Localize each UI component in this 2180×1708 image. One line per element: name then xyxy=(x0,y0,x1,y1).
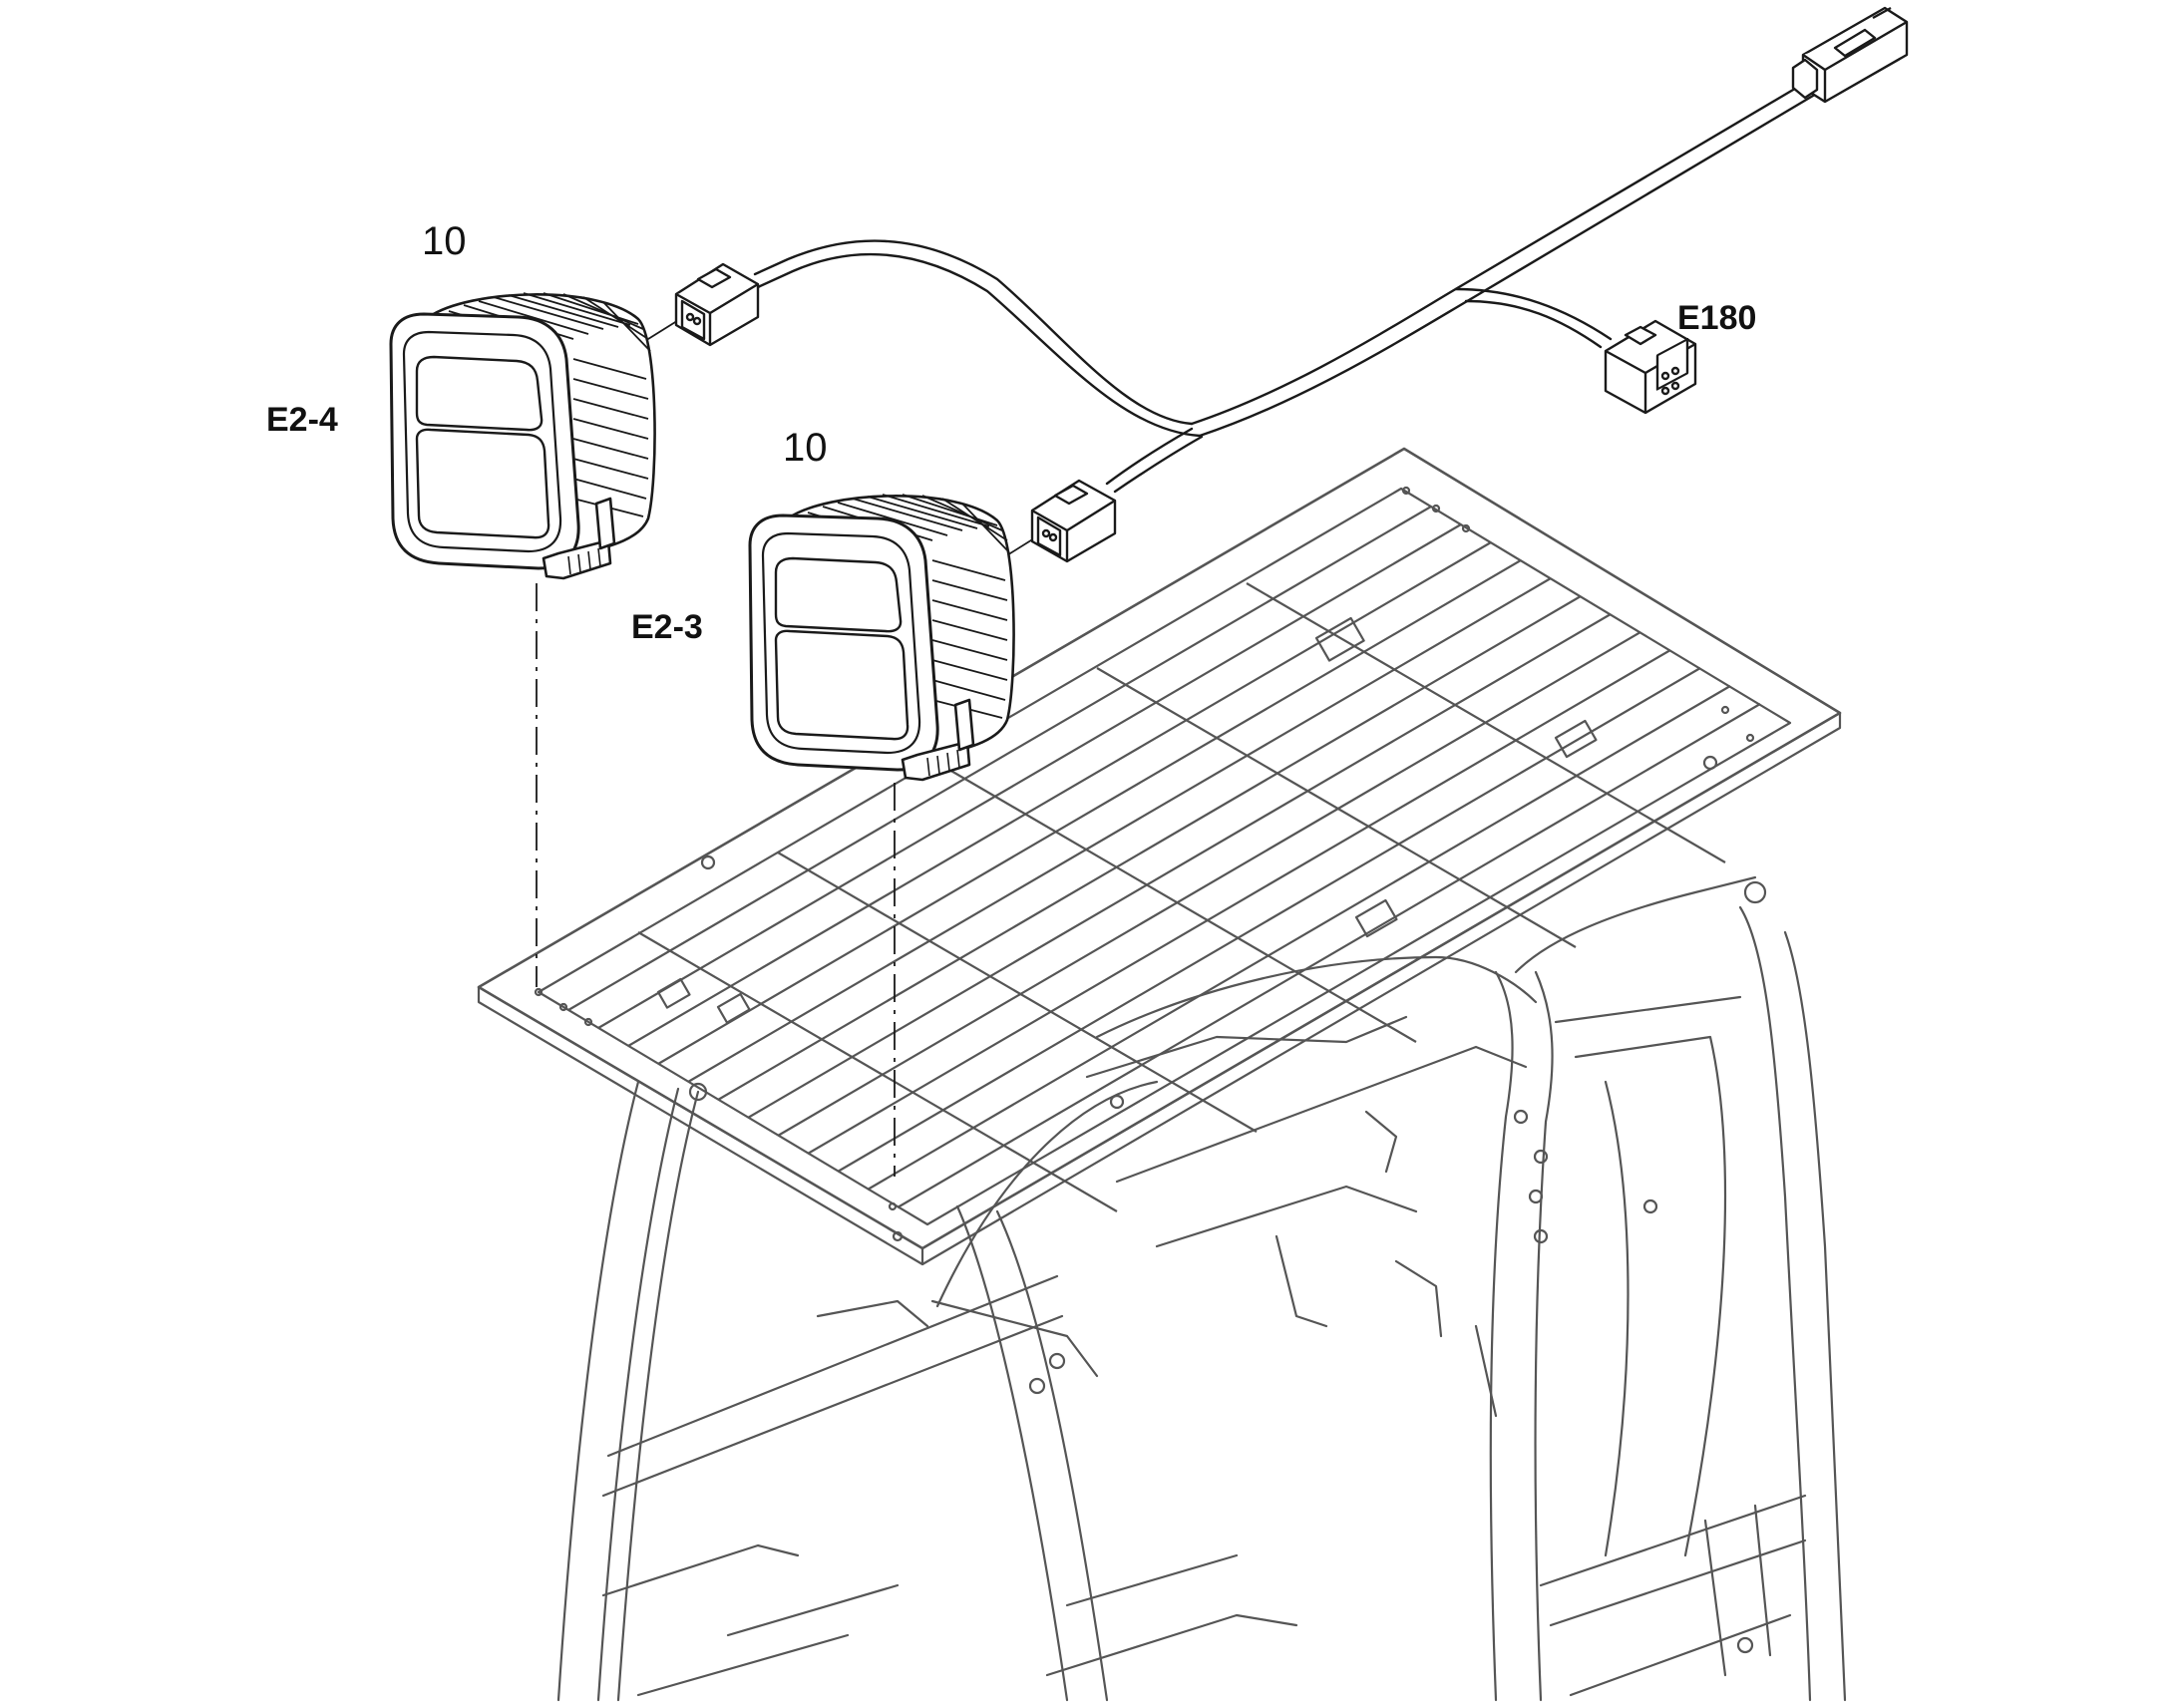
work-lamp-e2-3 xyxy=(748,494,1015,782)
connector-plug-icon xyxy=(674,262,760,347)
connector-plug-icon xyxy=(1791,6,1909,104)
work-lamp-e2-4 xyxy=(389,292,656,580)
cab-roof-grate xyxy=(477,447,1842,1266)
callout-part-number-left: 10 xyxy=(422,219,467,263)
callout-lamp-e2-3: E2-3 xyxy=(631,608,703,646)
connector-plug-icon xyxy=(1604,319,1697,415)
connector-plug-icon xyxy=(1030,479,1117,563)
callout-lamp-e2-4: E2-4 xyxy=(266,401,338,439)
callout-part-number-right: 10 xyxy=(783,426,828,470)
mounting-centerlines xyxy=(536,583,896,1177)
cab-body xyxy=(556,875,1847,1702)
callout-connector-e180: E180 xyxy=(1677,299,1756,337)
wire-harness xyxy=(647,78,1820,559)
